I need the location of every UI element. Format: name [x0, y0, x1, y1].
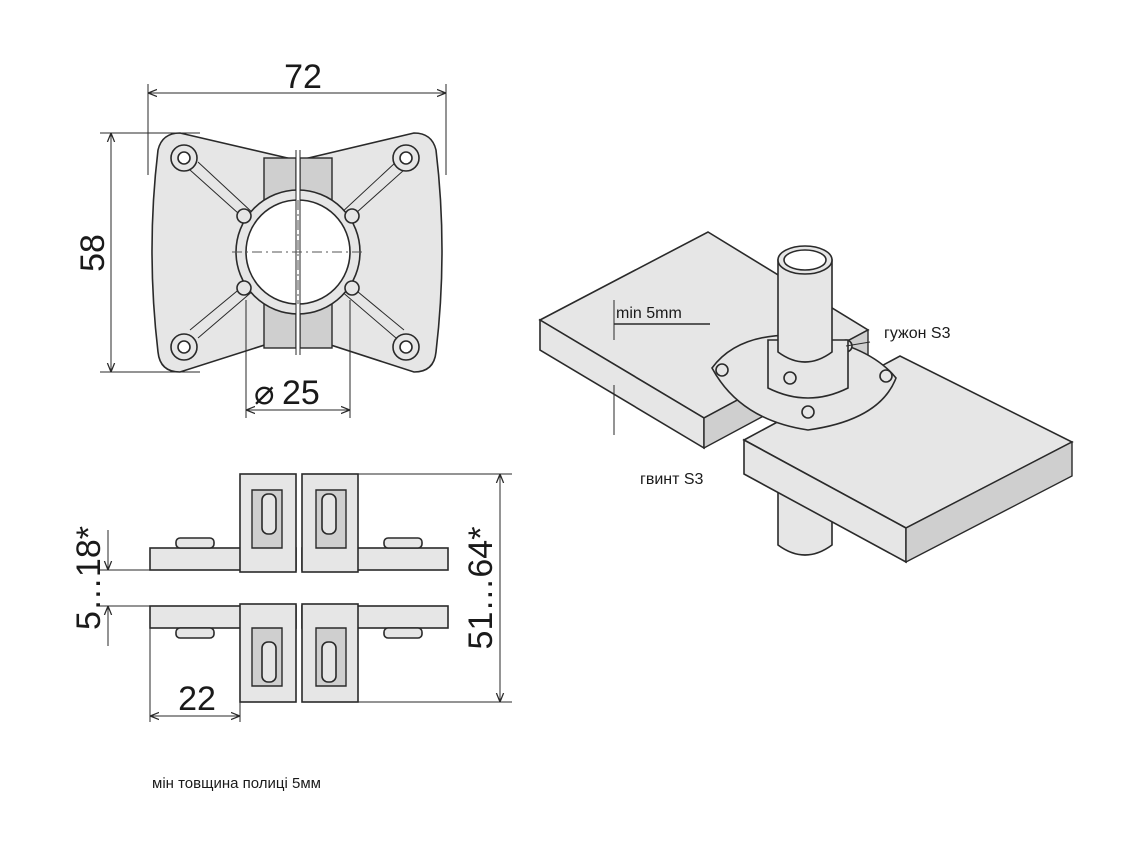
iso-view: min 5mm гужон S3 гвинт S3	[538, 231, 1074, 564]
screw-holes	[170, 144, 420, 361]
footnote: мін товщина полиці 5мм	[152, 775, 321, 792]
right-ribs	[339, 161, 405, 339]
width-dim-label: 72	[284, 58, 322, 96]
upper-pipe	[777, 259, 833, 363]
shelf-range-dim-label: 5…18*	[70, 526, 108, 630]
diameter-dim-label: 25	[282, 374, 320, 412]
screw-label: гвинт S3	[640, 471, 704, 488]
dowel-label: гужон S3	[884, 325, 951, 342]
side-view: 5…18* 51…64* 22	[70, 473, 512, 722]
top-view: 72 58 ⌀ 25	[74, 58, 447, 418]
total-range-dim-label: 51…64*	[462, 527, 500, 650]
left-ribs	[189, 161, 255, 339]
left-flange-half	[151, 132, 297, 373]
diameter-symbol: ⌀	[254, 374, 274, 412]
lower-shelf-side	[905, 440, 1073, 564]
right-flange-half	[299, 132, 443, 373]
height-dim-label: 58	[74, 234, 112, 272]
min-thickness-label: min 5mm	[616, 305, 682, 322]
depth-dim-label: 22	[178, 680, 216, 718]
